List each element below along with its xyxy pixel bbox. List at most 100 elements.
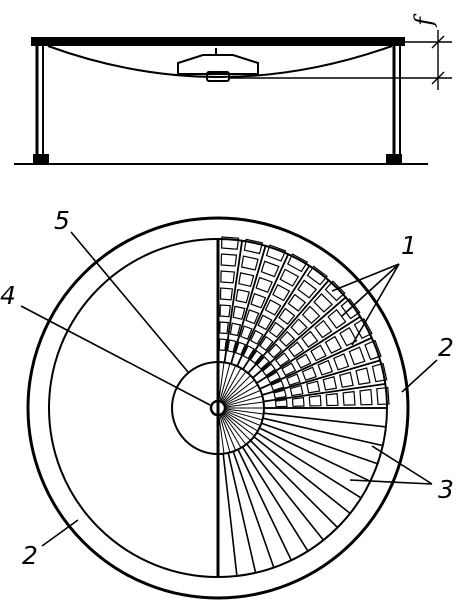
central-hub-body [177,54,259,75]
grid-cell [324,335,343,354]
grid-cell [287,253,309,273]
grid-cell [340,298,361,320]
grid-cell [270,380,285,392]
grid-cell [255,276,273,293]
grid-cell [220,236,240,250]
grid-cells [218,236,390,408]
grid-cell [281,362,297,377]
grid-cell [286,373,301,386]
hub-spoke [221,371,247,403]
grid-cell [306,265,328,286]
grid-cell [339,326,358,347]
grid-cell [265,244,287,262]
grid-cell [288,341,305,358]
grid-cell [291,397,305,407]
radial-cable [247,279,330,374]
grid-cell [306,380,321,394]
leader-2-left [41,519,79,547]
grid-cell [290,318,308,336]
grid-cell [249,349,263,365]
grid-cell [232,305,246,320]
radial-cable [253,436,351,515]
grid-cell [266,371,281,384]
grid-cell [295,353,312,369]
top-chord [31,37,405,46]
radial-cable [252,296,347,379]
grid-cell [219,304,231,318]
hub-spoke [219,414,231,453]
radial-cable [242,265,311,370]
grid-cell [313,293,333,313]
grid-cell [220,270,236,284]
callout-1: 1 [401,231,417,260]
leader-lines [20,231,438,547]
grid-cell [371,362,388,383]
radial-cable [262,417,383,447]
radial-cable [249,439,339,529]
hub-spoke [219,363,231,402]
hub-spoke [224,410,261,427]
elevation-view [14,30,452,165]
grid-cell [229,322,242,337]
hub-spoke [218,414,225,454]
dimension-label-f: f [410,13,438,28]
grid-cell [325,392,339,407]
hub-spoke [222,412,251,441]
grid-cell [219,287,234,301]
leader-3-b [371,445,433,485]
leader-1-b [341,263,400,317]
leader-5 [70,231,189,373]
hub-spoke [221,413,247,445]
grid-cell [322,376,338,391]
grid-cell [261,363,277,377]
radial-cable [230,245,267,365]
grid-cell [274,352,291,367]
hub-spoke [222,375,251,404]
outer-ring [26,216,410,600]
hub-spoke [218,362,225,402]
grid-cell [256,356,270,370]
hub-spoke [221,413,242,449]
grid-cell [364,339,382,361]
leader-1-c [351,263,400,346]
hub-spoke [223,379,255,405]
radial-cable [241,446,309,552]
grid-cell [289,384,304,397]
grid-cell [301,330,319,348]
grid-cell [278,307,296,325]
grid-cell [257,314,273,331]
grid-cell [333,353,350,371]
callout-5: 5 [54,206,70,235]
radial-cable [256,431,362,499]
grid-cell [324,280,346,302]
grid-cell [342,390,356,406]
sagging-cable [47,45,393,78]
hub-spoke [220,414,237,451]
plan-view [26,216,410,600]
radial-cable [259,427,371,483]
grid-cell [240,255,259,271]
grid-cell [327,308,347,329]
grid-cell [273,389,287,400]
grid-cell [301,366,317,381]
grid-cell [267,343,283,359]
grid-cell [279,268,300,287]
radial-cable [222,453,238,576]
grid-cell [272,283,291,302]
grid-cell [338,371,354,388]
grid-cell [317,359,334,376]
radial-cable [263,412,386,428]
grid-cell [234,341,246,356]
left-column-base [33,154,49,164]
grid-cell [359,388,373,406]
grid-cell [314,319,333,339]
radial-cable [227,452,257,573]
hub-spoke [224,408,264,415]
callout-2-right: 2 [438,333,454,362]
grid-cell [242,345,255,360]
radial-cable [237,449,293,561]
leader-4 [20,305,211,406]
grid-cell [268,321,285,338]
